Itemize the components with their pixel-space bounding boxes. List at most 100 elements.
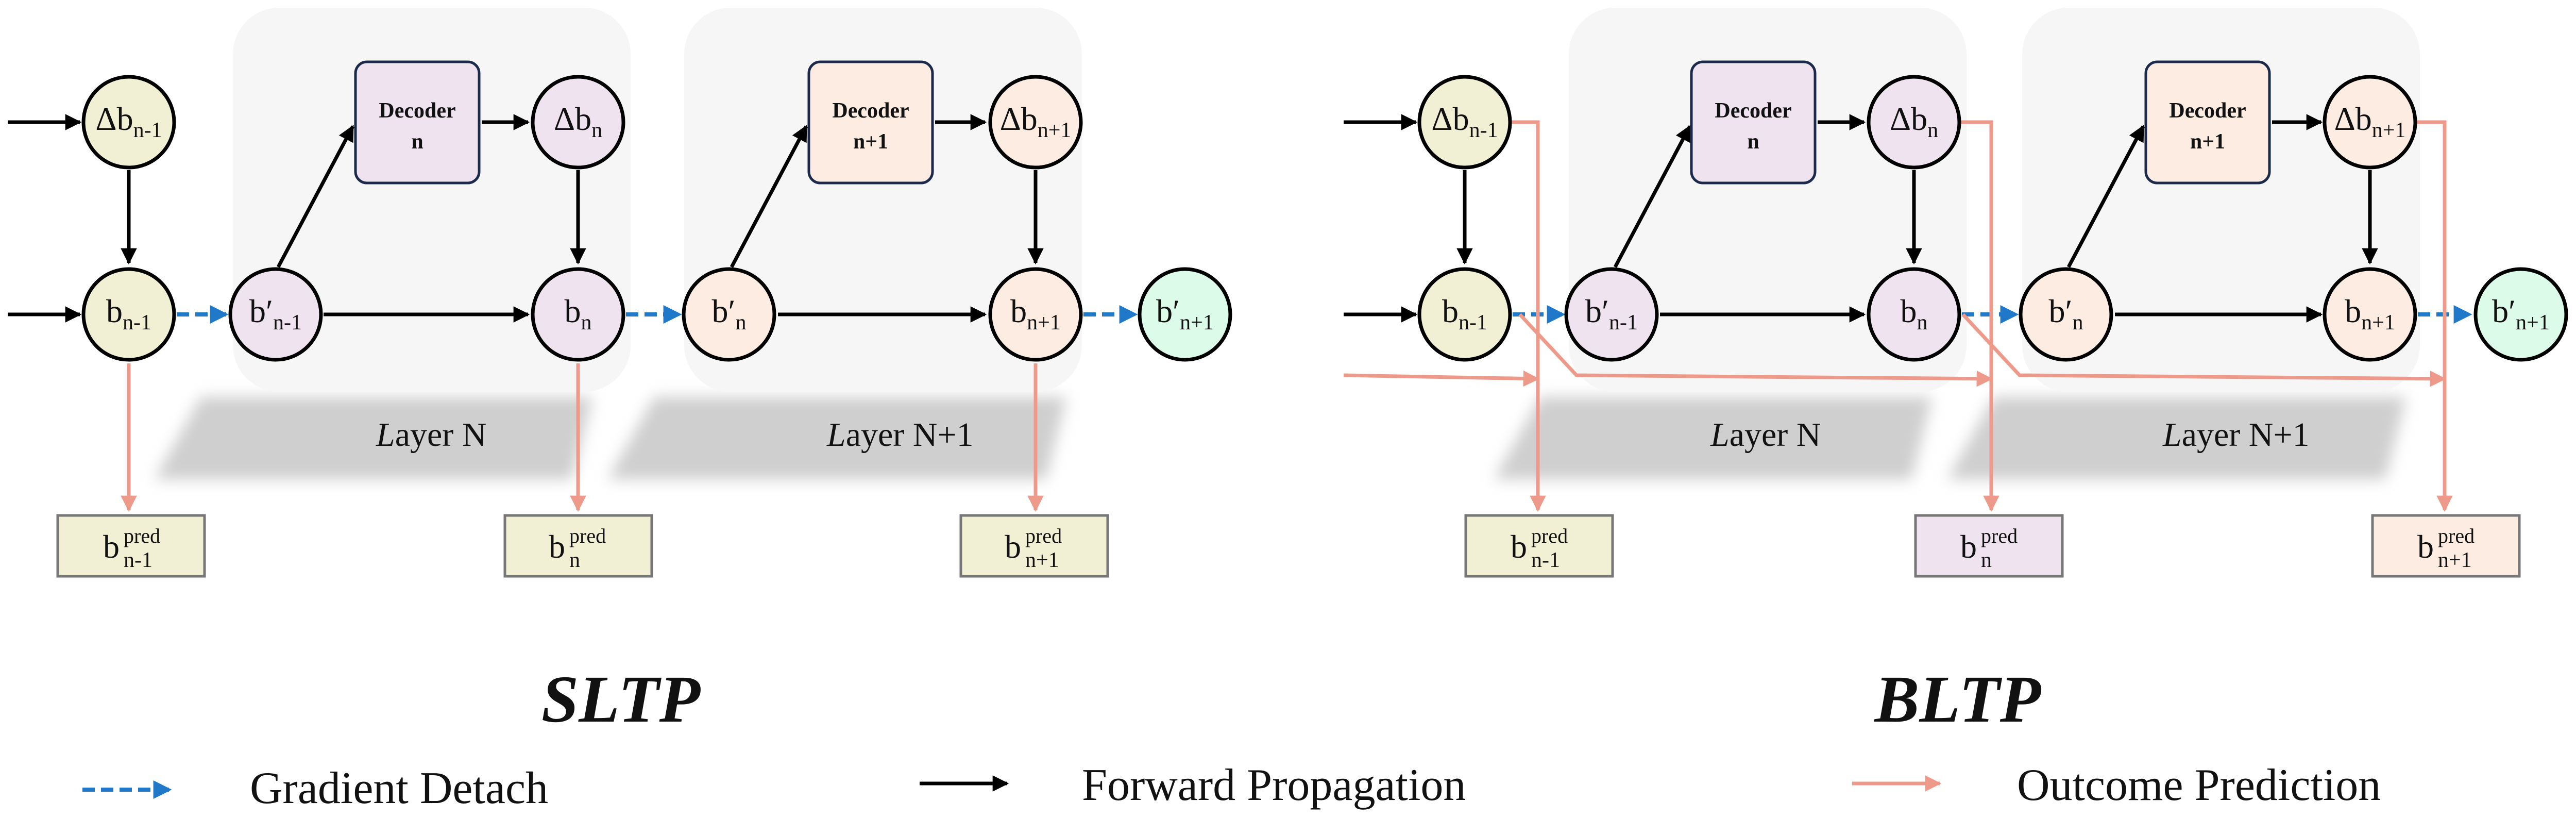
- layer-n1-label: Layer N+1: [2162, 416, 2310, 454]
- node-b-prime-n: b′n: [2019, 267, 2113, 362]
- layer-n1-label: Layer N+1: [826, 416, 974, 454]
- sltp-panel: Layer N Layer N+1 Decoder n Decode: [8, 8, 1232, 737]
- svg-text:b: b: [103, 528, 120, 565]
- svg-text:bn: bn: [565, 293, 592, 335]
- decoder-n-box: Decoder n: [1690, 60, 1817, 185]
- svg-text:b: b: [1005, 528, 1021, 565]
- layer-n-label: Layer N: [376, 416, 486, 454]
- node-b-n-1: bn-1: [81, 267, 176, 362]
- node-b-n: bn: [1867, 267, 1961, 362]
- layer-n-background: [1569, 8, 1967, 392]
- svg-text:n: n: [1747, 130, 1759, 154]
- layer-n1-shadow: [1947, 397, 2406, 479]
- node-b-prime-n1: b′n+1: [2473, 267, 2568, 362]
- svg-text:bn-1: bn-1: [106, 293, 151, 335]
- svg-text:b′n-1: b′n-1: [249, 293, 302, 335]
- node-b-prime-n1: b′n+1: [1138, 267, 1232, 362]
- bltp-panel: Layer N Layer N+1 Decoder n: [1343, 8, 2568, 737]
- svg-text:b′n: b′n: [2049, 293, 2083, 335]
- decoder-n1-box: Decoder n+1: [807, 60, 934, 185]
- svg-text:pred: pred: [124, 524, 160, 547]
- svg-text:Outcome Prediction: Outcome Prediction: [2017, 760, 2381, 810]
- forward-arrow: [730, 125, 808, 268]
- svg-text:n: n: [1981, 548, 1992, 572]
- svg-text:b′n: b′n: [712, 293, 747, 335]
- outcome-prediction-arrow: [1960, 120, 1999, 512]
- node-b-n-1: bn-1: [1417, 267, 1512, 362]
- svg-text:b: b: [2417, 528, 2434, 565]
- legend-gradient-detach: Gradient Detach: [82, 763, 548, 813]
- svg-text:bn-1: bn-1: [1442, 293, 1487, 335]
- prediction-box-n1: b pred n+1: [959, 514, 1109, 578]
- prediction-box-n-1: b pred n-1: [1464, 514, 1614, 578]
- svg-text:Δbn-1: Δbn-1: [1431, 101, 1498, 142]
- decoder-n1-box: Decoder n+1: [2144, 60, 2271, 185]
- node-b-n: bn: [531, 267, 625, 362]
- svg-text:Δbn+1: Δbn+1: [1000, 101, 1072, 142]
- svg-text:b′n-1: b′n-1: [1585, 293, 1638, 335]
- node-delta-b-n-1: Δbn-1: [1417, 75, 1512, 170]
- svg-text:n+1: n+1: [1025, 548, 1059, 572]
- svg-text:n-1: n-1: [1531, 548, 1560, 572]
- node-delta-b-n: Δbn: [531, 75, 625, 170]
- svg-text:Decoder: Decoder: [832, 99, 909, 123]
- layer-n-label: Layer N: [1710, 416, 1821, 454]
- svg-text:Δbn+1: Δbn+1: [2334, 101, 2406, 142]
- svg-text:bn: bn: [1901, 293, 1928, 335]
- node-b-n1: bn+1: [2323, 267, 2417, 362]
- svg-text:Δbn: Δbn: [1890, 101, 1938, 142]
- svg-text:bn+1: bn+1: [2345, 293, 2395, 335]
- node-b-prime-n-1: b′n-1: [1564, 267, 1659, 362]
- outcome-prediction-arrow: [2416, 120, 2453, 512]
- svg-text:bn+1: bn+1: [1010, 293, 1061, 335]
- svg-text:Decoder: Decoder: [2169, 99, 2246, 123]
- svg-text:pred: pred: [569, 524, 606, 547]
- prediction-box-n1: b pred n+1: [2371, 514, 2521, 578]
- svg-text:b: b: [1960, 528, 1977, 565]
- svg-text:Forward Propagation: Forward Propagation: [1082, 760, 1466, 810]
- node-delta-b-n-1: Δbn-1: [81, 75, 176, 170]
- forward-arrow: [2066, 125, 2145, 268]
- svg-text:n: n: [411, 130, 423, 154]
- legend-outcome-prediction: Outcome Prediction: [1852, 760, 2381, 810]
- svg-text:Decoder: Decoder: [1715, 99, 1791, 123]
- sltp-title: SLTP: [541, 662, 701, 737]
- node-delta-b-n: Δbn: [1867, 75, 1961, 170]
- prediction-box-n: b pred n: [503, 514, 653, 578]
- svg-text:b: b: [1511, 528, 1527, 565]
- bltp-title: BLTP: [1874, 662, 2042, 737]
- forward-arrow: [276, 125, 355, 268]
- svg-text:pred: pred: [1531, 524, 1568, 547]
- svg-text:n: n: [569, 548, 580, 572]
- svg-text:b: b: [549, 528, 565, 565]
- node-b-prime-n: b′n: [682, 267, 776, 362]
- decoder-n-box: Decoder n: [354, 60, 481, 185]
- svg-text:pred: pred: [2438, 524, 2475, 547]
- layer-n-shadow: [155, 397, 592, 479]
- svg-text:n-1: n-1: [124, 548, 152, 572]
- svg-text:pred: pred: [1981, 524, 2018, 547]
- outcome-prediction-arrow: [1510, 120, 1546, 512]
- svg-text:b′n+1: b′n+1: [1156, 293, 1214, 335]
- svg-text:Gradient Detach: Gradient Detach: [250, 763, 548, 813]
- svg-text:b′n+1: b′n+1: [2492, 293, 2550, 335]
- layer-n1-background: [2022, 8, 2420, 392]
- node-b-n1: bn+1: [988, 267, 1083, 362]
- legend: Gradient Detach Forward Propagation Outc…: [82, 760, 2381, 813]
- layer-n-shadow: [1494, 397, 1932, 479]
- layer-n1-shadow: [608, 397, 1066, 479]
- svg-text:Δbn: Δbn: [554, 101, 602, 142]
- outcome-prediction-arrow: [1343, 370, 1540, 387]
- node-delta-b-n1: Δbn+1: [2323, 75, 2417, 170]
- forward-arrow: [1613, 125, 1692, 268]
- layer-n1-background: [684, 8, 1082, 392]
- prediction-box-n: b pred n: [1914, 514, 2064, 578]
- svg-text:pred: pred: [1025, 524, 1062, 547]
- prediction-box-n-1: b pred n-1: [56, 514, 206, 578]
- svg-text:n+1: n+1: [2438, 548, 2472, 572]
- svg-text:Decoder: Decoder: [379, 99, 455, 123]
- node-b-prime-n-1: b′n-1: [228, 267, 323, 362]
- svg-text:n+1: n+1: [853, 130, 888, 154]
- layer-n-background: [233, 8, 631, 392]
